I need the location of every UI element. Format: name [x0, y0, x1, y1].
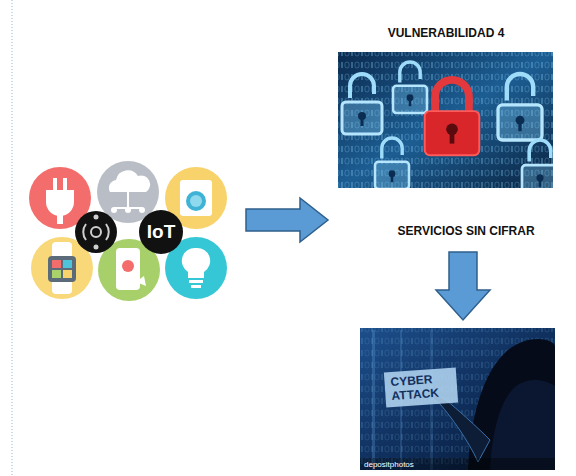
iot-cluster: IoT — [28, 164, 228, 302]
block-arrow — [436, 252, 490, 320]
panel-caption: SERVICIOS SIN CIFRAR — [336, 224, 556, 238]
margin-line — [12, 0, 13, 476]
block-arrow — [246, 198, 328, 242]
screen-text: CYBER ATTACK — [384, 368, 458, 408]
cyber-attack-box: CYBER ATTACK — [358, 326, 557, 472]
locks-picture — [338, 52, 553, 188]
watermark: depositphotos — [364, 460, 414, 469]
cyber-attack-picture — [360, 328, 555, 470]
vulnerability-panel: VULNERABILIDAD 4 SERVICIOS SIN CIFRAR — [336, 22, 558, 248]
iot-icons — [29, 161, 227, 301]
iot-label: IoT — [147, 221, 176, 244]
panel-heading: VULNERABILIDAD 4 — [336, 26, 556, 40]
